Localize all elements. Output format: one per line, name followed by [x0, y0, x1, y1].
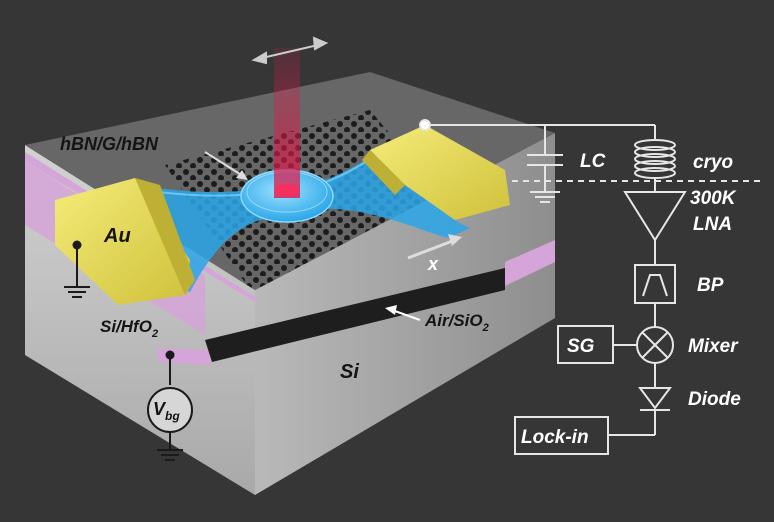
si-hfo2-label: Si/HfO2: [100, 317, 158, 340]
readout-circuit: [419, 119, 760, 455]
bp-label: BP: [697, 275, 724, 296]
air-sio2-pointer: [391, 309, 421, 321]
hfo2-layer-right: [505, 240, 555, 286]
sg-label: SG: [567, 336, 595, 357]
si-label: Si: [340, 361, 359, 383]
x-axis-arrow: x: [407, 234, 462, 274]
gold-contact-left: [55, 178, 195, 305]
temp-300k-label: 300K: [690, 188, 737, 209]
polarization-arrow: [251, 36, 329, 65]
cryo-label: cryo: [693, 152, 733, 173]
gold-label: Au: [103, 225, 131, 247]
heterostructure-label: hBN/G/hBN: [60, 134, 159, 154]
x-axis-label: x: [427, 254, 439, 274]
backgate-source: [147, 350, 193, 461]
gold-contact-right: [362, 125, 510, 220]
lc-label: LC: [580, 151, 606, 172]
air-sio2-label: Air/SiO2: [424, 311, 489, 334]
lockin-box: [514, 416, 609, 455]
mixer-label: Mixer: [688, 336, 739, 357]
laser-beam: [274, 48, 300, 198]
vbg-label: Vbg: [153, 399, 180, 423]
diode-label: Diode: [688, 389, 741, 410]
inductor-coil-icon: [634, 139, 676, 179]
lna-amplifier-icon: [623, 191, 687, 242]
diode-icon: [638, 387, 672, 410]
lockin-label: Lock-in: [521, 427, 589, 448]
bandpass-filter-icon: [634, 264, 676, 304]
contact-ground-icon: [64, 240, 90, 298]
air-gap-slot: [205, 268, 505, 362]
heterostructure-pointer: [204, 151, 244, 177]
lna-label: LNA: [693, 214, 732, 235]
